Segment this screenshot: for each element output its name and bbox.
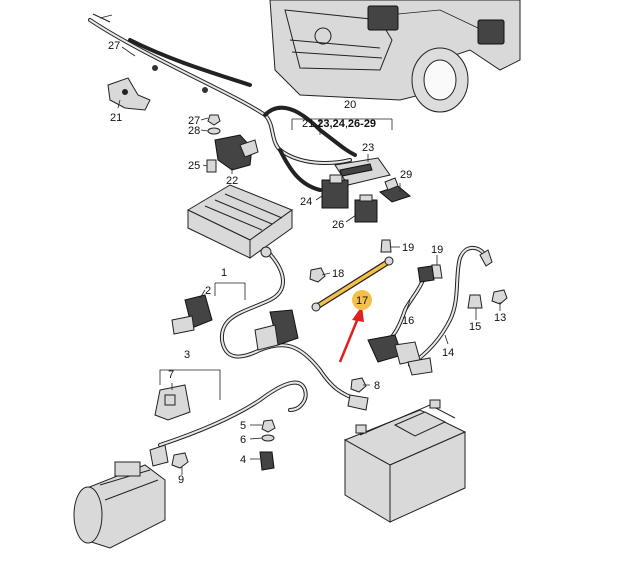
part-25-clip bbox=[206, 159, 217, 173]
callout-19-right: 19 bbox=[431, 244, 443, 256]
part-4-clip bbox=[259, 451, 275, 471]
part-7-bracket bbox=[154, 384, 191, 421]
callout-19-left: 19 bbox=[402, 242, 414, 254]
part-8-nut bbox=[350, 377, 367, 393]
callout-1: 1 bbox=[221, 267, 227, 279]
callout-17-highlight bbox=[352, 290, 372, 310]
callout-27: 27 bbox=[188, 115, 200, 127]
callout-27-top: 27 bbox=[108, 40, 120, 52]
battery-illustration bbox=[343, 399, 467, 523]
range-29: -29 bbox=[360, 118, 376, 130]
highlight-arrow bbox=[338, 306, 364, 363]
part-18-nut bbox=[309, 267, 326, 283]
callout-24: 24 bbox=[300, 196, 312, 208]
range-21: 21, bbox=[302, 118, 317, 130]
callout-18: 18 bbox=[332, 268, 344, 280]
callout-14: 14 bbox=[442, 347, 454, 359]
part-6-washer bbox=[261, 434, 275, 442]
starter-motor-illustration bbox=[73, 461, 166, 549]
callout-6: 6 bbox=[240, 434, 246, 446]
callout-25: 25 bbox=[188, 160, 200, 172]
part-19-cap-a bbox=[380, 239, 392, 253]
callout-4: 4 bbox=[240, 454, 246, 466]
callout-2: 2 bbox=[205, 285, 211, 297]
part-16-cable bbox=[383, 265, 435, 347]
part-17-cable bbox=[311, 256, 394, 312]
battery-cable-assembly-1 bbox=[219, 246, 369, 411]
callout-28: 28 bbox=[188, 125, 200, 137]
vehicle-front-illustration bbox=[269, 0, 521, 113]
callout-5: 5 bbox=[240, 420, 246, 432]
callout-29: 29 bbox=[400, 169, 412, 181]
part-24-relay bbox=[321, 174, 349, 209]
parts-27-28-nuts bbox=[207, 114, 221, 135]
callout-labels: 27 21 27 28 25 22 20 21,23,24,26-29 23 2… bbox=[108, 40, 506, 486]
callout-21: 21 bbox=[110, 112, 122, 124]
battery-terminal-cluster bbox=[367, 334, 433, 376]
callout-20: 20 bbox=[344, 99, 356, 111]
part-13-nut bbox=[491, 289, 508, 305]
callout-20-range: 21,23,24,26-29 bbox=[302, 118, 376, 130]
part-14-cable bbox=[408, 245, 493, 367]
part-2-grommet bbox=[171, 294, 213, 335]
part-23-fuse-box bbox=[334, 157, 391, 186]
part-15-terminal bbox=[467, 294, 483, 309]
part-5-nut bbox=[261, 419, 276, 433]
callout-8: 8 bbox=[374, 380, 380, 392]
part-26-relay bbox=[354, 194, 378, 223]
part-21-bracket bbox=[107, 77, 151, 111]
callout-17: 17 bbox=[356, 295, 368, 307]
battery-cable-assembly-3 bbox=[149, 380, 308, 467]
range-24: 24 bbox=[333, 118, 346, 130]
fuse-block bbox=[186, 184, 294, 259]
callout-26: 26 bbox=[332, 219, 344, 231]
part-9-nut bbox=[171, 452, 189, 469]
callout-7: 7 bbox=[168, 369, 174, 381]
callout-22: 22 bbox=[226, 175, 238, 187]
leader-lines bbox=[99, 14, 501, 475]
callout-23: 23 bbox=[362, 142, 374, 154]
part-22-connector bbox=[214, 134, 259, 171]
range-23: 23, bbox=[317, 118, 332, 130]
range-comma: , bbox=[345, 118, 348, 130]
callout-9: 9 bbox=[178, 474, 184, 486]
part-29-fuse bbox=[378, 177, 412, 203]
callout-16: 16 bbox=[402, 315, 414, 327]
callout-13: 13 bbox=[494, 312, 506, 324]
range-26: 26 bbox=[348, 118, 360, 130]
wiring-harness-upper bbox=[88, 13, 357, 192]
callout-15: 15 bbox=[469, 321, 481, 333]
callout-3: 3 bbox=[184, 349, 190, 361]
